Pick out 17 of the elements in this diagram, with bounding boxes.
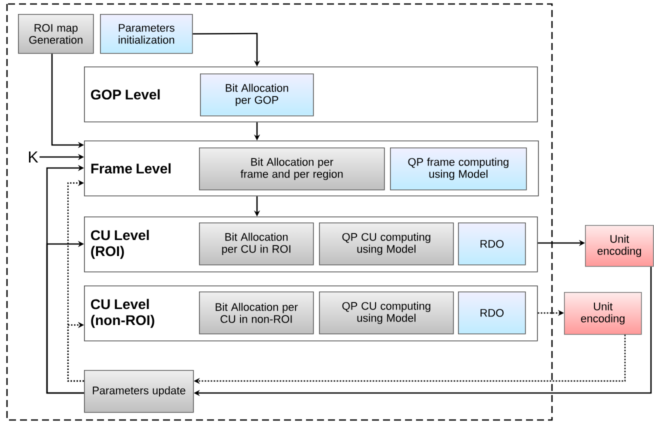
process-box: RDO (458, 222, 526, 266)
process-box: QP CU computing using Model (319, 222, 454, 266)
arrow (46, 240, 84, 394)
encoding-box: Unit encoding (585, 225, 654, 267)
process-box: QP frame computing using Model (390, 147, 527, 190)
process-box: Parameters update (84, 370, 194, 413)
input-label: K (29, 152, 38, 162)
dotted-arrow (67, 322, 84, 382)
process-box: Bit Allocation per CU in ROI (199, 222, 314, 266)
process-box: Bit Allocation per frame and per region (199, 147, 385, 190)
process-box: QP CU computing using Model (319, 292, 454, 334)
encoding-box: Unit encoding (564, 292, 642, 335)
process-box: Parameters initialization (100, 14, 193, 54)
process-box: ROI map Generation (18, 14, 94, 54)
process-box: RDO (458, 292, 526, 334)
process-box: Bit Allocation per GOP (200, 74, 314, 116)
process-box: Bit Allocation per CU in non-ROI (199, 292, 314, 334)
